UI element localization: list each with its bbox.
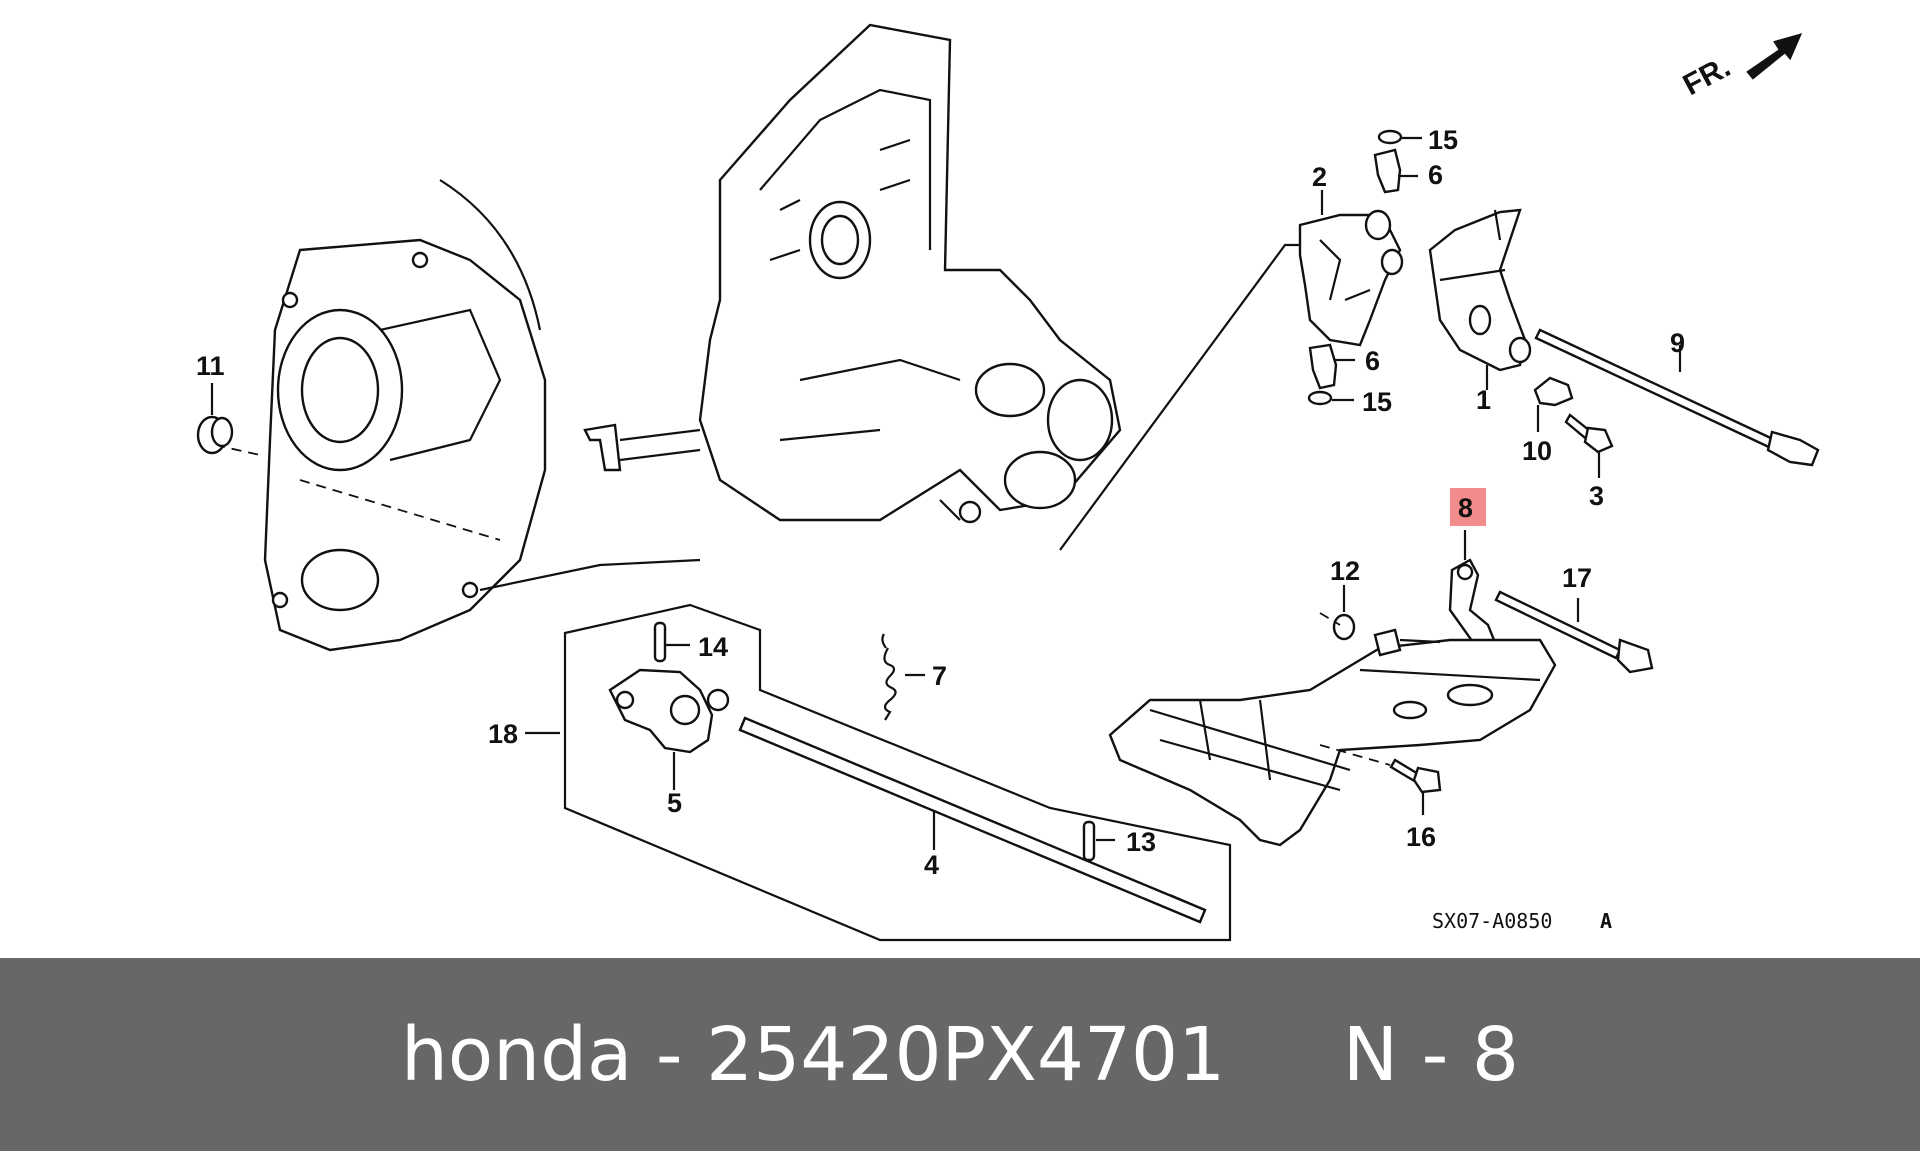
- callout-1: 1: [1476, 385, 1491, 415]
- part-6-upper-plug: [1373, 148, 1402, 194]
- part-18-assembly-outline: [563, 603, 1232, 942]
- part-5-detent-lever: [608, 668, 730, 754]
- callout-8: 8: [1458, 493, 1473, 523]
- callout-11: 11: [196, 351, 225, 381]
- callout-9: 9: [1670, 328, 1685, 358]
- callout-2: 2: [1312, 162, 1327, 192]
- callout-15-upper: 15: [1428, 125, 1458, 155]
- callout-6-lower: 6: [1365, 346, 1380, 376]
- callout-18: 18: [488, 719, 518, 749]
- part-6-lower-plug: [1308, 343, 1338, 390]
- callout-6-upper: 6: [1428, 160, 1443, 190]
- callout-13: 13: [1126, 827, 1156, 857]
- diagram-reference-code: SX07-A0850: [1432, 909, 1552, 933]
- callout-10: 10: [1522, 436, 1552, 466]
- part-16-bolt: [1389, 758, 1442, 794]
- callout-3: 3: [1589, 481, 1604, 511]
- callout-7: 7: [932, 661, 947, 691]
- converter-housing: [263, 179, 701, 652]
- callout-15-lower: 15: [1362, 387, 1392, 417]
- diagram-reference-suffix: A: [1600, 909, 1612, 933]
- part-7-spring: [881, 633, 897, 721]
- part-11-oil-seal: [196, 415, 234, 455]
- part-2-servo-body: [1298, 209, 1404, 347]
- part-3-bolt: [1564, 413, 1614, 454]
- part-12-washer: [1332, 613, 1356, 641]
- direction-label: FR.: [1678, 50, 1736, 102]
- part-17-bolt: [1494, 590, 1654, 674]
- callout-14: 14: [698, 632, 728, 662]
- callout-17: 17: [1562, 563, 1592, 593]
- callout-12: 12: [1330, 556, 1360, 586]
- callout-4: 4: [924, 850, 939, 880]
- footer-bar: honda - 25420PX4701 N - 8: [0, 958, 1920, 1151]
- part-15-upper-seal: [1377, 129, 1403, 145]
- front-direction-arrow-icon: FR.: [1678, 33, 1803, 102]
- part-8-cable-bracket: [1448, 558, 1496, 647]
- callout-5: 5: [667, 788, 682, 818]
- part-15-lower-seal: [1307, 390, 1333, 406]
- footer-part-label: honda - 25420PX4701 N - 8: [401, 1011, 1519, 1098]
- part-10-clip: [1533, 376, 1574, 407]
- part-9-long-bolt: [1534, 328, 1820, 467]
- part-14-spring-pin: [653, 621, 667, 663]
- part-13-spring-pin: [1082, 820, 1096, 862]
- part-8-highlight: [1450, 488, 1486, 526]
- oil-pan-plate: [1108, 628, 1557, 847]
- parts-diagram: FR.: [196, 23, 1820, 942]
- part-4-control-shaft: [738, 716, 1207, 924]
- transmission-case: [583, 23, 1122, 524]
- part-1-shift-fork: [1428, 208, 1532, 372]
- callout-16: 16: [1406, 822, 1436, 852]
